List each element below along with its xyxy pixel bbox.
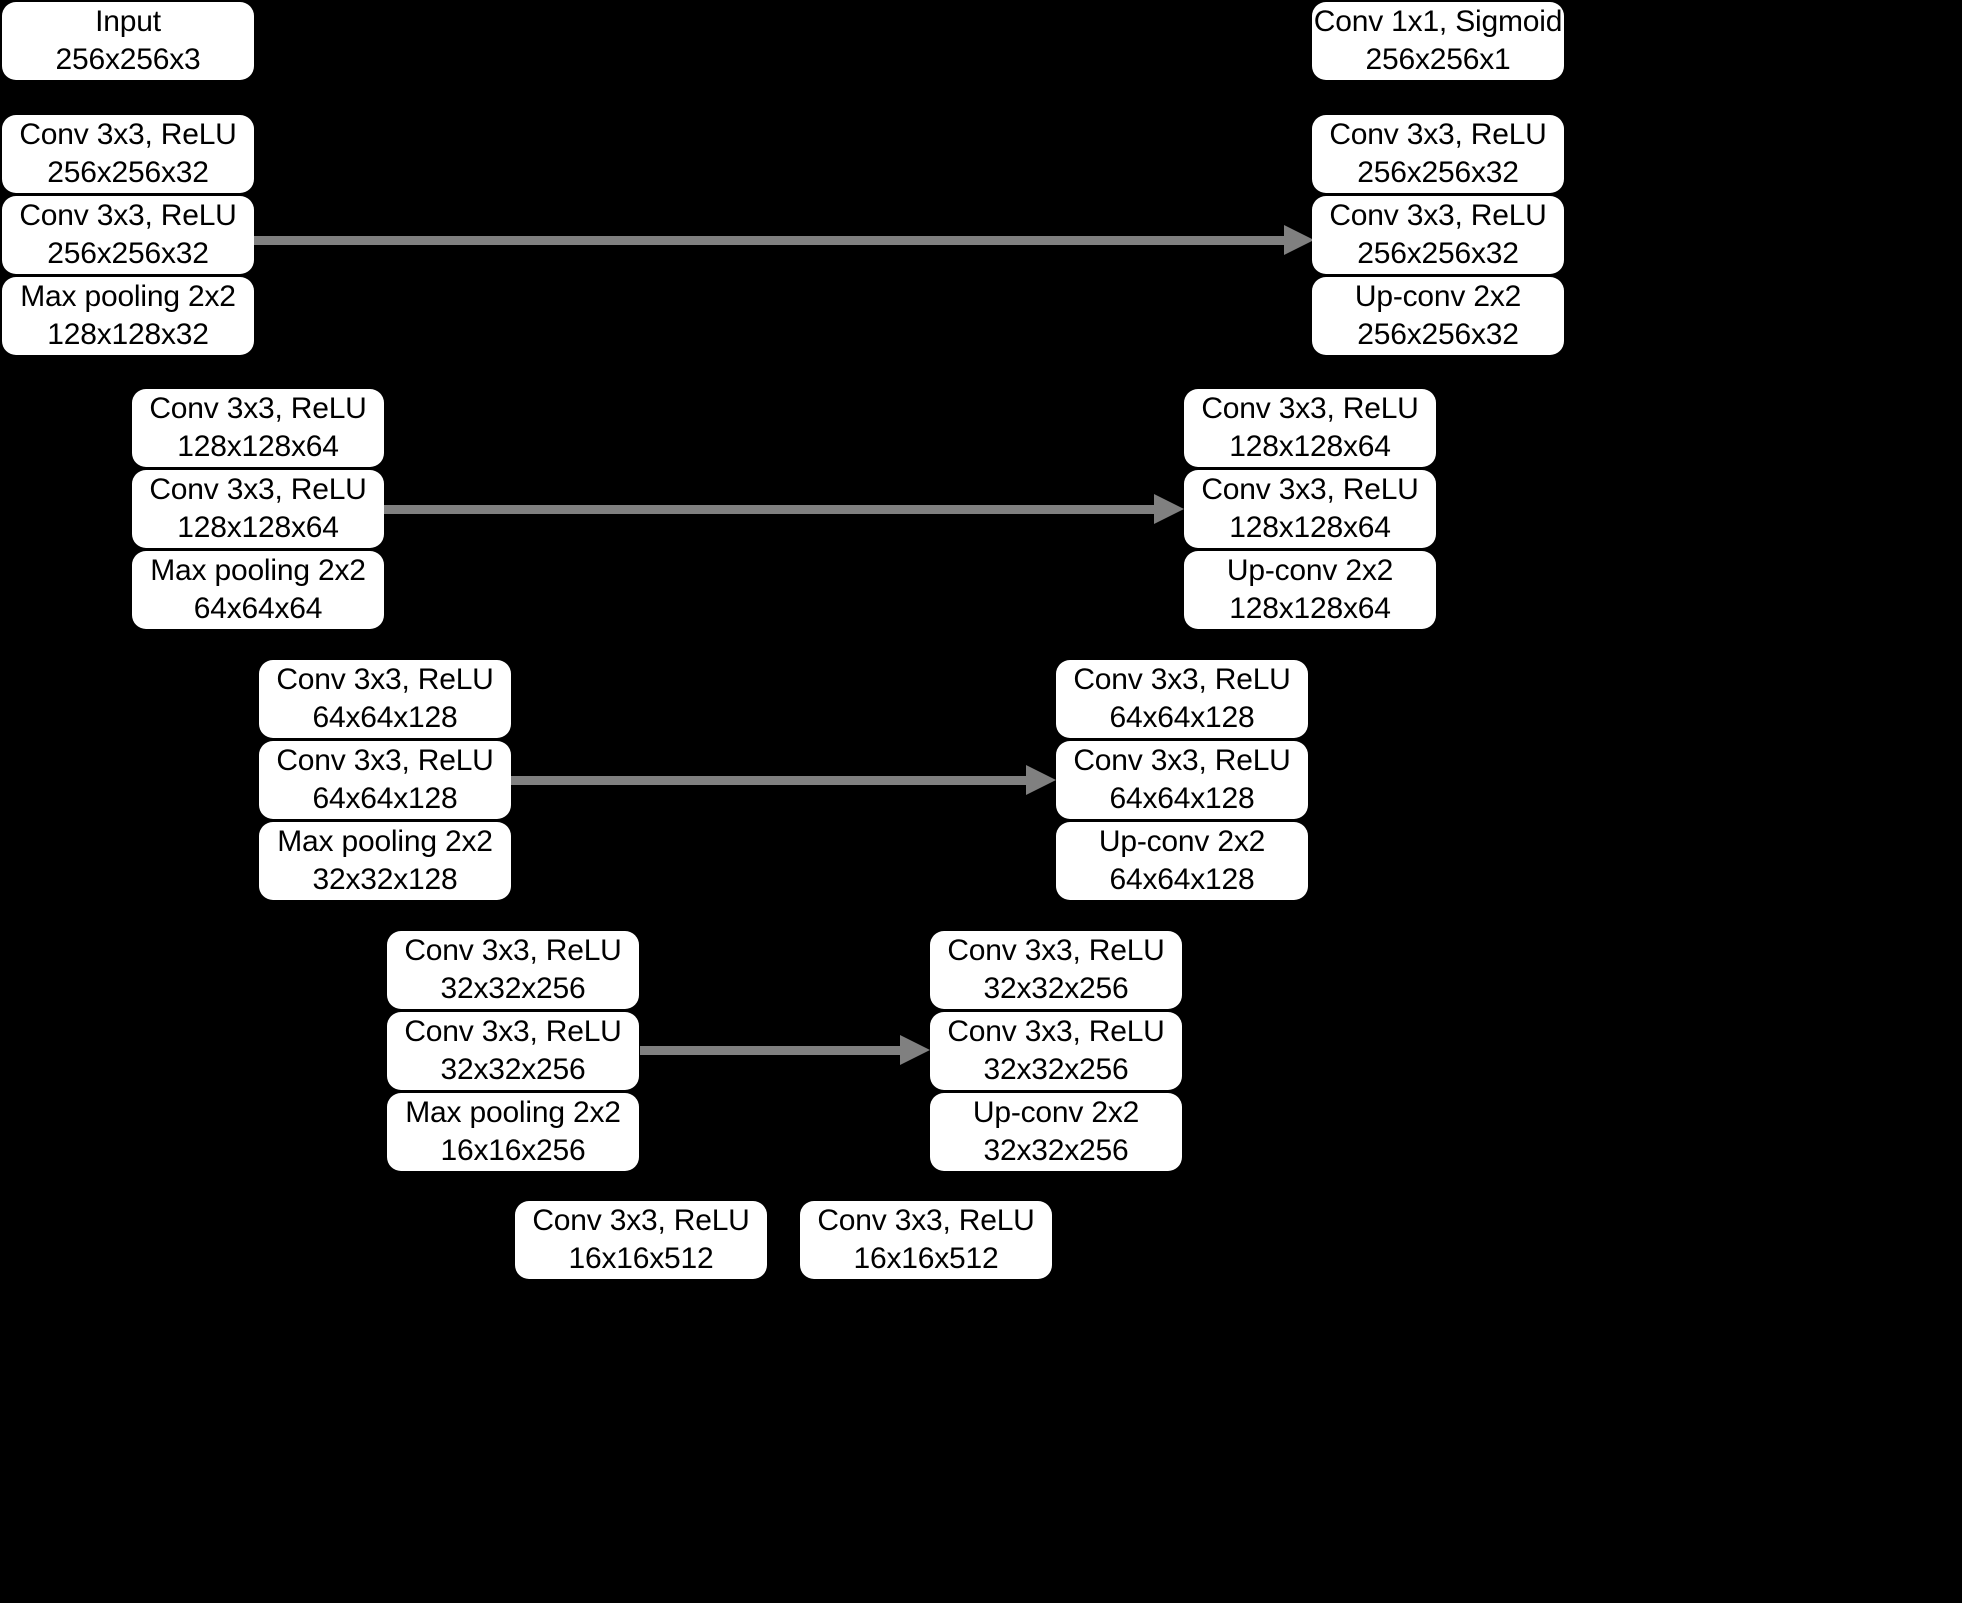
node-line-1: Conv 3x3, ReLU	[149, 391, 367, 425]
encoder-l1-input-block[interactable]: Input 256x256x3	[2, 2, 254, 80]
decoder-l2-conv1-block[interactable]: Conv 3x3, ReLU 128x128x64	[1184, 389, 1436, 467]
node-line-1: Conv 3x3, ReLU	[149, 472, 367, 506]
node-line-2: 32x32x256	[983, 972, 1129, 1005]
encoder-l1-conv2-block[interactable]: Conv 3x3, ReLU 256x256x32	[2, 196, 254, 274]
node-line-2: 256x256x32	[1357, 156, 1519, 189]
encoder-l4-maxpool-block[interactable]: Max pooling 2x2 16x16x256	[387, 1093, 639, 1171]
arrow-head	[900, 1035, 930, 1065]
arrow-shaft	[511, 776, 1026, 785]
node-line-2: 32x32x256	[983, 1053, 1129, 1086]
node-line-2: 256x256x32	[1357, 237, 1519, 270]
decoder-l1-upconv-block[interactable]: Up-conv 2x2 256x256x32	[1312, 277, 1564, 355]
decoder-l4-upconv-block[interactable]: Up-conv 2x2 32x32x256	[930, 1093, 1182, 1171]
encoder-l4-conv2-block[interactable]: Conv 3x3, ReLU 32x32x256	[387, 1012, 639, 1090]
node-line-2: 16x16x256	[440, 1134, 586, 1167]
node-line-2: 64x64x128	[1109, 782, 1255, 815]
node-line-2: 128x128x64	[177, 511, 339, 544]
encoder-l3-conv1-block[interactable]: Conv 3x3, ReLU 64x64x128	[259, 660, 511, 738]
node-line-1: Conv 3x3, ReLU	[404, 933, 622, 967]
node-line-1: Conv 3x3, ReLU	[1329, 117, 1547, 151]
node-line-1: Conv 3x3, ReLU	[19, 117, 237, 151]
node-line-2: 256x256x1	[1365, 43, 1511, 76]
node-line-1: Conv 3x3, ReLU	[532, 1203, 750, 1237]
node-line-1: Input	[95, 4, 161, 38]
encoder-l1-conv1-block[interactable]: Conv 3x3, ReLU 256x256x32	[2, 115, 254, 193]
node-line-2: 256x256x3	[55, 43, 201, 76]
node-line-1: Conv 3x3, ReLU	[817, 1203, 1035, 1237]
node-line-2: 64x64x128	[1109, 701, 1255, 734]
arrow-shaft	[640, 1046, 900, 1055]
encoder-l2-maxpool-block[interactable]: Max pooling 2x2 64x64x64	[132, 551, 384, 629]
decoder-l2-upconv-block[interactable]: Up-conv 2x2 128x128x64	[1184, 551, 1436, 629]
encoder-l1-maxpool-block[interactable]: Max pooling 2x2 128x128x32	[2, 277, 254, 355]
arrow-shaft	[384, 505, 1154, 514]
node-line-2: 256x256x32	[47, 237, 209, 270]
node-line-1: Conv 3x3, ReLU	[947, 933, 1165, 967]
node-line-2: 128x128x64	[177, 430, 339, 463]
encoder-l2-conv1-block[interactable]: Conv 3x3, ReLU 128x128x64	[132, 389, 384, 467]
decoder-l3-upconv-block[interactable]: Up-conv 2x2 64x64x128	[1056, 822, 1308, 900]
node-line-1: Conv 3x3, ReLU	[1201, 472, 1419, 506]
node-line-2: 32x32x128	[312, 863, 458, 896]
decoder-l4-conv1-block[interactable]: Conv 3x3, ReLU 32x32x256	[930, 931, 1182, 1009]
decoder-l1-conv1-block[interactable]: Conv 3x3, ReLU 256x256x32	[1312, 115, 1564, 193]
node-line-1: Conv 3x3, ReLU	[1073, 743, 1291, 777]
node-line-2: 64x64x128	[1109, 863, 1255, 896]
decoder-l3-conv2-block[interactable]: Conv 3x3, ReLU 64x64x128	[1056, 741, 1308, 819]
encoder-l2-conv2-block[interactable]: Conv 3x3, ReLU 128x128x64	[132, 470, 384, 548]
node-line-1: Conv 3x3, ReLU	[19, 198, 237, 232]
node-line-1: Conv 3x3, ReLU	[276, 743, 494, 777]
bottleneck-conv2-block[interactable]: Conv 3x3, ReLU 16x16x512	[800, 1201, 1052, 1279]
node-line-1: Max pooling 2x2	[20, 279, 236, 313]
node-line-2: 64x64x128	[312, 782, 458, 815]
node-line-1: Conv 3x3, ReLU	[276, 662, 494, 696]
node-line-2: 64x64x128	[312, 701, 458, 734]
node-line-2: 128x128x64	[1229, 592, 1391, 625]
node-line-2: 32x32x256	[440, 1053, 586, 1086]
arrow-head	[1284, 225, 1314, 255]
node-line-1: Conv 3x3, ReLU	[404, 1014, 622, 1048]
node-line-2: 128x128x64	[1229, 430, 1391, 463]
node-line-1: Up-conv 2x2	[1226, 553, 1394, 587]
node-line-1: Conv 3x3, ReLU	[1201, 391, 1419, 425]
node-line-2: 32x32x256	[983, 1134, 1129, 1167]
bottleneck-conv1-block[interactable]: Conv 3x3, ReLU 16x16x512	[515, 1201, 767, 1279]
arrow-head	[1026, 765, 1056, 795]
node-line-1: Max pooling 2x2	[405, 1095, 621, 1129]
node-line-2: 32x32x256	[440, 972, 586, 1005]
decoder-l4-conv2-block[interactable]: Conv 3x3, ReLU 32x32x256	[930, 1012, 1182, 1090]
node-line-1: Max pooling 2x2	[277, 824, 493, 858]
encoder-l3-maxpool-block[interactable]: Max pooling 2x2 32x32x128	[259, 822, 511, 900]
arrow-head	[1154, 494, 1184, 524]
encoder-l4-conv1-block[interactable]: Conv 3x3, ReLU 32x32x256	[387, 931, 639, 1009]
node-line-2: 256x256x32	[47, 156, 209, 189]
node-line-2: 16x16x512	[568, 1242, 714, 1275]
node-line-1: Up-conv 2x2	[972, 1095, 1140, 1129]
decoder-l3-conv1-block[interactable]: Conv 3x3, ReLU 64x64x128	[1056, 660, 1308, 738]
node-line-2: 256x256x32	[1357, 318, 1519, 351]
node-line-2: 128x128x64	[1229, 511, 1391, 544]
node-line-1: Conv 1x1, Sigmoid	[1313, 4, 1563, 38]
node-line-1: Conv 3x3, ReLU	[1073, 662, 1291, 696]
decoder-l2-conv2-block[interactable]: Conv 3x3, ReLU 128x128x64	[1184, 470, 1436, 548]
node-line-2: 64x64x64	[193, 592, 323, 625]
encoder-l3-conv2-block[interactable]: Conv 3x3, ReLU 64x64x128	[259, 741, 511, 819]
arrow-shaft	[254, 236, 1284, 245]
node-line-1: Conv 3x3, ReLU	[947, 1014, 1165, 1048]
node-line-2: 16x16x512	[853, 1242, 999, 1275]
decoder-l1-conv2-block[interactable]: Conv 3x3, ReLU 256x256x32	[1312, 196, 1564, 274]
node-line-1: Up-conv 2x2	[1098, 824, 1266, 858]
node-line-1: Up-conv 2x2	[1354, 279, 1522, 313]
node-line-1: Max pooling 2x2	[150, 553, 366, 587]
decoder-l1-output-block[interactable]: Conv 1x1, Sigmoid 256x256x1	[1312, 2, 1564, 80]
node-line-2: 128x128x32	[47, 318, 209, 351]
node-line-1: Conv 3x3, ReLU	[1329, 198, 1547, 232]
